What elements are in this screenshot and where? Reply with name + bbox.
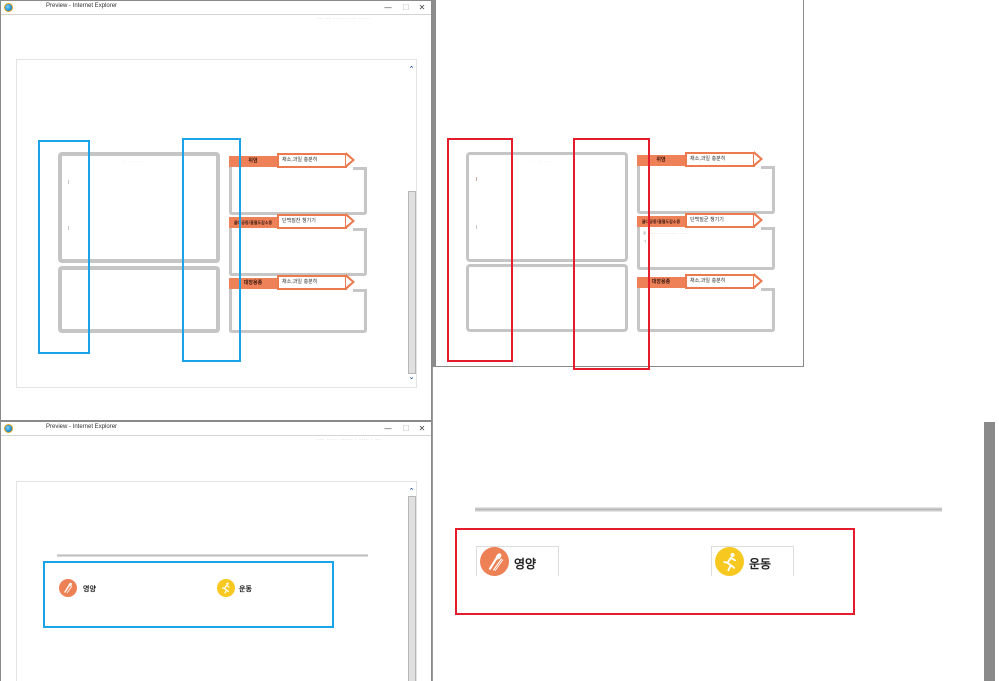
window-title: Preview - Internet Explorer xyxy=(46,424,118,430)
device-card-bottom xyxy=(58,266,220,333)
window-separator xyxy=(432,367,433,681)
annotation-box xyxy=(455,528,855,615)
condition-tag: 골다공증/결절도감소증 xyxy=(637,216,685,227)
category-label-exercise[interactable]: 운동 xyxy=(749,557,772,571)
condition-box: 골 ·· ···· ··· ··· ··· ····· ···· ··· ···… xyxy=(637,227,775,270)
utensils-icon xyxy=(59,579,77,597)
device-card-top: ·· · ······ xyxy=(58,152,220,263)
section-divider xyxy=(57,554,368,557)
annotation-box xyxy=(573,138,650,370)
preview-frame: ⌃ xyxy=(16,481,417,681)
scroll-down-icon[interactable]: ⌄ xyxy=(408,373,415,381)
callout-arrow-icon xyxy=(346,274,355,290)
device-card-bottom xyxy=(466,264,628,332)
advice-callout: 단백질찬 챙기기 xyxy=(277,214,347,229)
condition-tag: 골다공증/결절도감소증 xyxy=(229,217,277,228)
condition-box xyxy=(229,289,367,333)
callout-arrow-icon xyxy=(346,213,355,229)
condition-box xyxy=(229,228,367,276)
ie-window-top: Preview - Internet Explorer — ☐ ✕ ···· ·… xyxy=(0,0,432,421)
minimize-button[interactable]: — xyxy=(384,424,392,433)
edge-scrollbar[interactable] xyxy=(984,422,995,681)
card-marker xyxy=(476,177,477,181)
title-bar[interactable]: Preview - Internet Explorer — ☐ ✕ xyxy=(1,422,431,436)
card-caption: ·· ·· ····· xyxy=(532,159,554,163)
card-marker xyxy=(68,180,69,184)
advice-callout: 채소,과일 충분히 xyxy=(277,153,347,168)
callout-arrow-icon xyxy=(754,212,763,228)
advice-callout: 채소,과일 충분히 xyxy=(685,274,755,289)
annotation-box xyxy=(447,138,513,362)
section-divider xyxy=(475,507,942,512)
category-label-nutrition[interactable]: 영양 xyxy=(83,585,96,593)
category-label-nutrition[interactable]: 영양 xyxy=(514,557,537,571)
callout-arrow-icon xyxy=(754,151,763,167)
runner-icon xyxy=(217,579,235,597)
ie-logo-icon xyxy=(4,3,13,12)
advice-callout: 채소,과일 충분히 xyxy=(277,275,347,290)
minimize-button[interactable]: — xyxy=(384,3,392,12)
callout-arrow-icon xyxy=(754,273,763,289)
maximize-button[interactable]: ☐ xyxy=(402,3,410,12)
device-card-top: ·· ·· ····· xyxy=(466,152,628,262)
condition-detail: ㄱ xyxy=(643,239,647,244)
condition-box xyxy=(637,288,775,332)
condition-box xyxy=(229,167,367,215)
condition-box xyxy=(637,166,775,214)
condition-tag: 대장용종 xyxy=(637,277,685,288)
condition-detail: 골 ·· ···· ··· ··· ··· ····· ···· ··· ···… xyxy=(643,231,687,235)
condition-tag: 위염 xyxy=(229,156,277,167)
utensils-icon xyxy=(480,547,509,576)
advice-callout: 채소,과일 충분히 xyxy=(685,152,755,167)
condition-tag: 위염 xyxy=(637,155,685,166)
ie-logo-icon xyxy=(4,424,13,433)
annotation-box xyxy=(182,138,241,362)
ie-window-bottom: Preview - Internet Explorer — ☐ ✕ ····· … xyxy=(0,421,432,681)
category-label-exercise[interactable]: 운동 xyxy=(239,585,252,593)
window-separator xyxy=(432,0,436,367)
condition-tag: 대장용종 xyxy=(229,278,277,289)
scroll-up-icon[interactable]: ⌃ xyxy=(408,65,415,73)
header-links[interactable]: ····· ····· · ······· · ······ · ···· xyxy=(316,437,382,442)
callout-arrow-icon xyxy=(346,152,355,168)
window-title: Preview - Internet Explorer xyxy=(46,3,118,9)
runner-icon xyxy=(715,547,744,576)
scroll-thumb[interactable] xyxy=(408,191,416,374)
vertical-scrollbar[interactable]: ⌃ xyxy=(407,482,416,681)
scroll-up-icon[interactable]: ⌃ xyxy=(408,487,415,495)
header-links[interactable]: ···· ···· · ····· ····· ····· · xyxy=(316,16,371,21)
vertical-scrollbar[interactable]: ⌃ ⌄ xyxy=(407,60,416,387)
annotation-box xyxy=(43,561,334,628)
title-bar[interactable]: Preview - Internet Explorer — ☐ ✕ xyxy=(1,1,431,15)
card-marker xyxy=(68,226,69,230)
card-caption: ·· · ······ xyxy=(122,159,144,163)
maximize-button[interactable]: ☐ xyxy=(402,424,410,433)
close-button[interactable]: ✕ xyxy=(418,3,426,12)
advice-callout: 단백질균 챙기기 xyxy=(685,213,755,228)
annotation-box xyxy=(38,140,90,354)
scroll-thumb[interactable] xyxy=(408,496,416,681)
close-button[interactable]: ✕ xyxy=(418,424,426,433)
card-marker xyxy=(476,225,477,229)
